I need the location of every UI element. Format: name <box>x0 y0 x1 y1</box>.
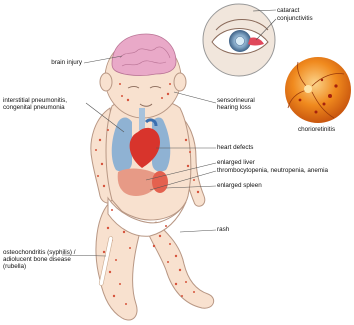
label-pneumonitis: interstitial pneumonitis, congenital pne… <box>3 97 67 111</box>
eye-inset <box>203 4 275 76</box>
label-brain-injury: brain injury <box>51 59 82 66</box>
label-pneumonitis-line2: congenital pneumonia <box>3 104 67 111</box>
label-conjunctivitis: conjunctivitis <box>277 15 313 22</box>
trachea <box>139 108 145 130</box>
label-cataract: cataract <box>277 7 299 14</box>
label-rash: rash <box>217 226 229 233</box>
label-chorioretinitis: chorioretinitis <box>298 126 335 133</box>
label-osteo-line1: osteochondritis (syphilis) / <box>3 249 75 256</box>
right-leg <box>146 222 214 308</box>
retina-inset <box>285 57 351 123</box>
label-osteo-line3: (rubella) <box>3 263 75 270</box>
label-pneumonitis-line1: interstitial pneumonitis, <box>3 97 67 104</box>
label-enlarged-liver: enlarged liver <box>217 159 255 166</box>
label-hearing-line1: sensorineural <box>217 97 255 104</box>
label-heart-defects: heart defects <box>217 144 253 151</box>
label-osteochondritis: osteochondritis (syphilis) / adiolucent … <box>3 249 75 271</box>
label-enlarged-spleen: enlarged spleen <box>217 182 262 189</box>
label-osteo-line2: adiolucent bone disease <box>3 256 75 263</box>
label-blood-disorders: thrombocytopenia, neutropenia, anemia <box>217 167 328 174</box>
label-hearing-line2: hearing loss <box>217 104 255 111</box>
label-hearing-loss: sensorineural hearing loss <box>217 97 255 111</box>
right-ear <box>174 73 186 91</box>
spleen <box>152 171 168 193</box>
left-ear <box>100 73 112 91</box>
brain <box>112 34 176 76</box>
